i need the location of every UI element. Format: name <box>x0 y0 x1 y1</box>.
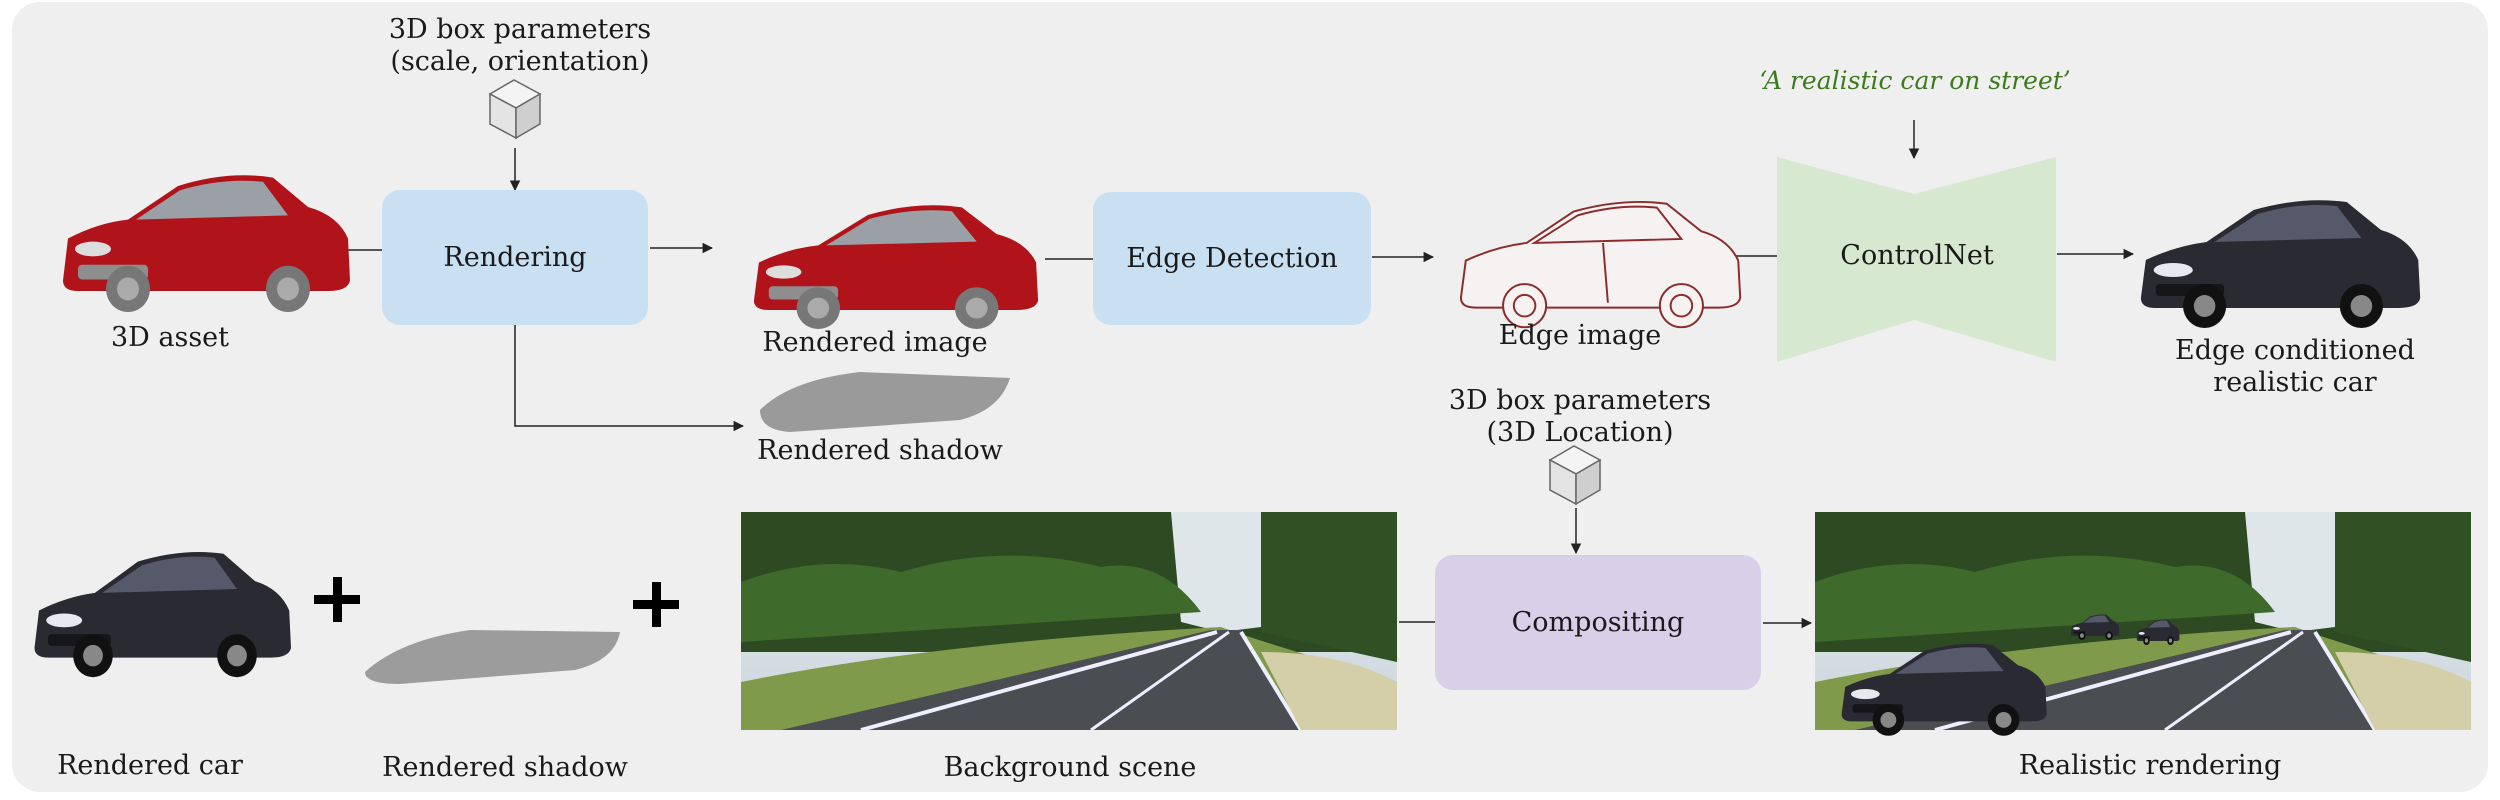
plus-icon <box>314 577 360 622</box>
controlnet-shape <box>1777 157 2056 362</box>
rendered-car-label: Rendered car <box>57 750 243 781</box>
rendered-shadow-bottom-label: Rendered shadow <box>382 752 628 783</box>
edge-detection-box: Edge Detection <box>1093 192 1371 325</box>
rendered-car-bottom-image <box>34 551 291 678</box>
rendered-image-label: Rendered image <box>762 327 988 358</box>
rendering-to-shadow-arrow <box>514 325 745 432</box>
rendered-shadow-top-label: Rendered shadow <box>757 435 1003 466</box>
shadow-image-top <box>760 372 1010 432</box>
background-scene-label: Background scene <box>943 752 1197 783</box>
asset-label: 3D asset <box>110 322 230 353</box>
box-params-mid-label: 3D box parameters (3D Location) <box>1448 385 1712 449</box>
realistic-rendering-label: Realistic rendering <box>2018 750 2282 781</box>
box-params-top-label: 3D box parameters (scale, orientation) <box>388 14 652 78</box>
controlnet-label: ControlNet <box>1840 240 1994 271</box>
shadow-image-bottom <box>365 630 620 684</box>
edge-image-label: Edge image <box>1498 320 1662 351</box>
realistic-rendering-image <box>1813 510 2473 736</box>
box-icon <box>489 79 541 139</box>
compositing-box: Compositing <box>1435 555 1761 690</box>
background-scene-image <box>739 510 1399 732</box>
asset-car-image <box>63 175 350 312</box>
realistic-car-image <box>2140 200 2421 328</box>
rendering-box: Rendering <box>382 190 648 325</box>
edge-car-image <box>1459 200 1742 329</box>
box-icon <box>1549 445 1601 505</box>
prompt-text: ‘A realistic car on street’ <box>1759 66 2071 95</box>
rendered-car-image <box>753 205 1039 329</box>
plus-icon <box>633 582 679 627</box>
edge-conditioned-label: Edge conditioned realistic car <box>2175 335 2415 399</box>
